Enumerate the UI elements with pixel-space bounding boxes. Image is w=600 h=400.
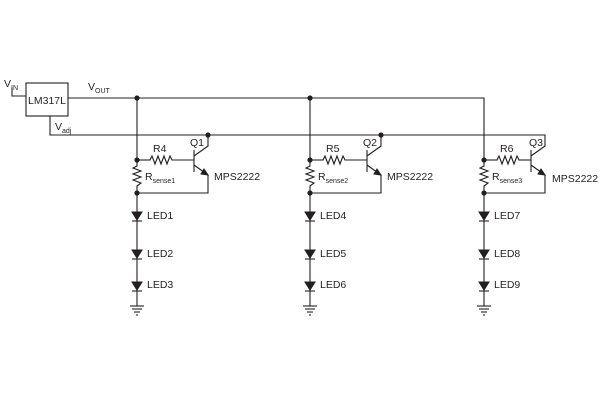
lm317l-regulator: [25, 82, 69, 117]
transistor-part-label: MPS2222: [214, 171, 260, 183]
transistor-label: Q1: [190, 137, 204, 149]
channel-3: R6 Q3 MPS2222 Rsense3 LED7 LED8 LED9: [477, 97, 598, 316]
sense-resistor-label: Rsense1: [145, 171, 175, 185]
transistor-q2: [366, 145, 383, 176]
transistor-part-label: MPS2222: [552, 173, 598, 185]
regulator-section: LM317L VIN VOUT Vadj: [4, 78, 546, 136]
led-2: [131, 249, 143, 260]
led-label: LED6: [320, 279, 346, 291]
led-label: LED3: [147, 279, 173, 291]
ground-symbol: [130, 305, 144, 316]
resistor-label: R4: [153, 143, 167, 155]
led-label: LED5: [320, 248, 346, 260]
resistor-r6: [496, 154, 520, 166]
sense-resistor-1: [131, 165, 143, 187]
ground-symbol: [477, 305, 491, 316]
vadj-label: Vadj: [55, 121, 72, 135]
resistor-r5: [322, 154, 346, 166]
resistor-label: R6: [500, 143, 514, 155]
transistor-label: Q3: [529, 137, 543, 149]
led-label: LED1: [147, 210, 173, 222]
ground-symbol: [303, 305, 317, 316]
transistor-label: Q2: [363, 137, 377, 149]
sense-resistor-label: Rsense2: [318, 171, 348, 185]
led-8: [478, 249, 490, 260]
led-6: [304, 281, 316, 292]
transistor-part-label: MPS2222: [387, 171, 433, 183]
vout-label: VOUT: [88, 81, 111, 95]
led-label: LED4: [320, 210, 346, 222]
transistor-q3: [530, 145, 547, 176]
led-1: [131, 211, 143, 222]
sense-resistor-label: Rsense3: [492, 171, 522, 185]
led-5: [304, 249, 316, 260]
channel-1: R4 Q1 MPS2222 Rsense1 LED1 LED2 LED3: [130, 97, 260, 316]
vin-wire: [11, 87, 27, 97]
sense-resistor-3: [478, 165, 490, 187]
resistor-r4: [149, 154, 173, 166]
transistor-q1: [193, 145, 210, 176]
sense-resistor-2: [304, 165, 316, 187]
led-3: [131, 281, 143, 292]
led-7: [478, 211, 490, 222]
resistor-label: R5: [326, 143, 340, 155]
led-9: [478, 281, 490, 292]
regulator-part-label: LM317L: [28, 95, 66, 107]
led-label: LED7: [494, 210, 520, 222]
vadj-rail: [49, 115, 546, 136]
vin-label: VIN: [4, 78, 18, 92]
led-label: LED2: [147, 248, 173, 260]
led-label: LED8: [494, 248, 520, 260]
channel-2: R5 Q2 MPS2222 Rsense2 LED4 LED5 LED6: [303, 97, 433, 316]
led-4: [304, 211, 316, 222]
led-label: LED9: [494, 279, 520, 291]
